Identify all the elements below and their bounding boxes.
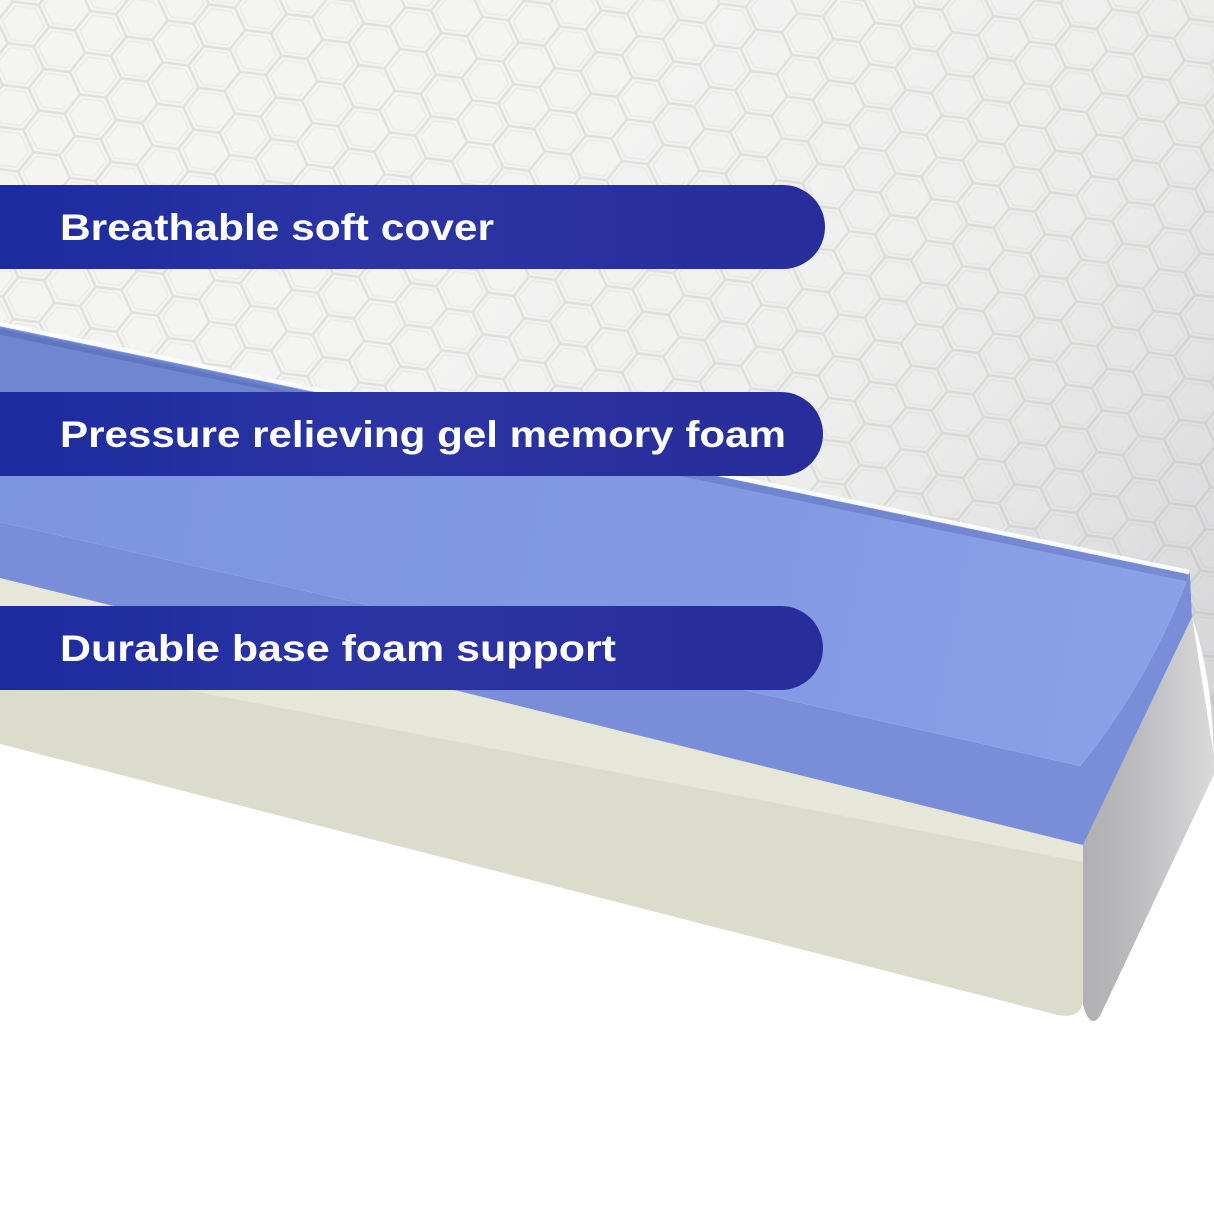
callout-pill (0, 606, 823, 690)
callout-label-cover: Breathable soft cover (60, 206, 494, 248)
callout-cover: Breathable soft cover (0, 185, 825, 269)
callout-base-foam: Durable base foam support (0, 606, 823, 690)
callout-memory-foam: Pressure relieving gel memory foam (0, 392, 823, 476)
callout-pill (0, 185, 825, 269)
callout-pill (0, 392, 823, 476)
callout-label-base-foam: Durable base foam support (60, 627, 617, 669)
mattress-side-sheen (1083, 617, 1214, 1022)
callout-label-memory-foam: Pressure relieving gel memory foam (60, 413, 786, 455)
